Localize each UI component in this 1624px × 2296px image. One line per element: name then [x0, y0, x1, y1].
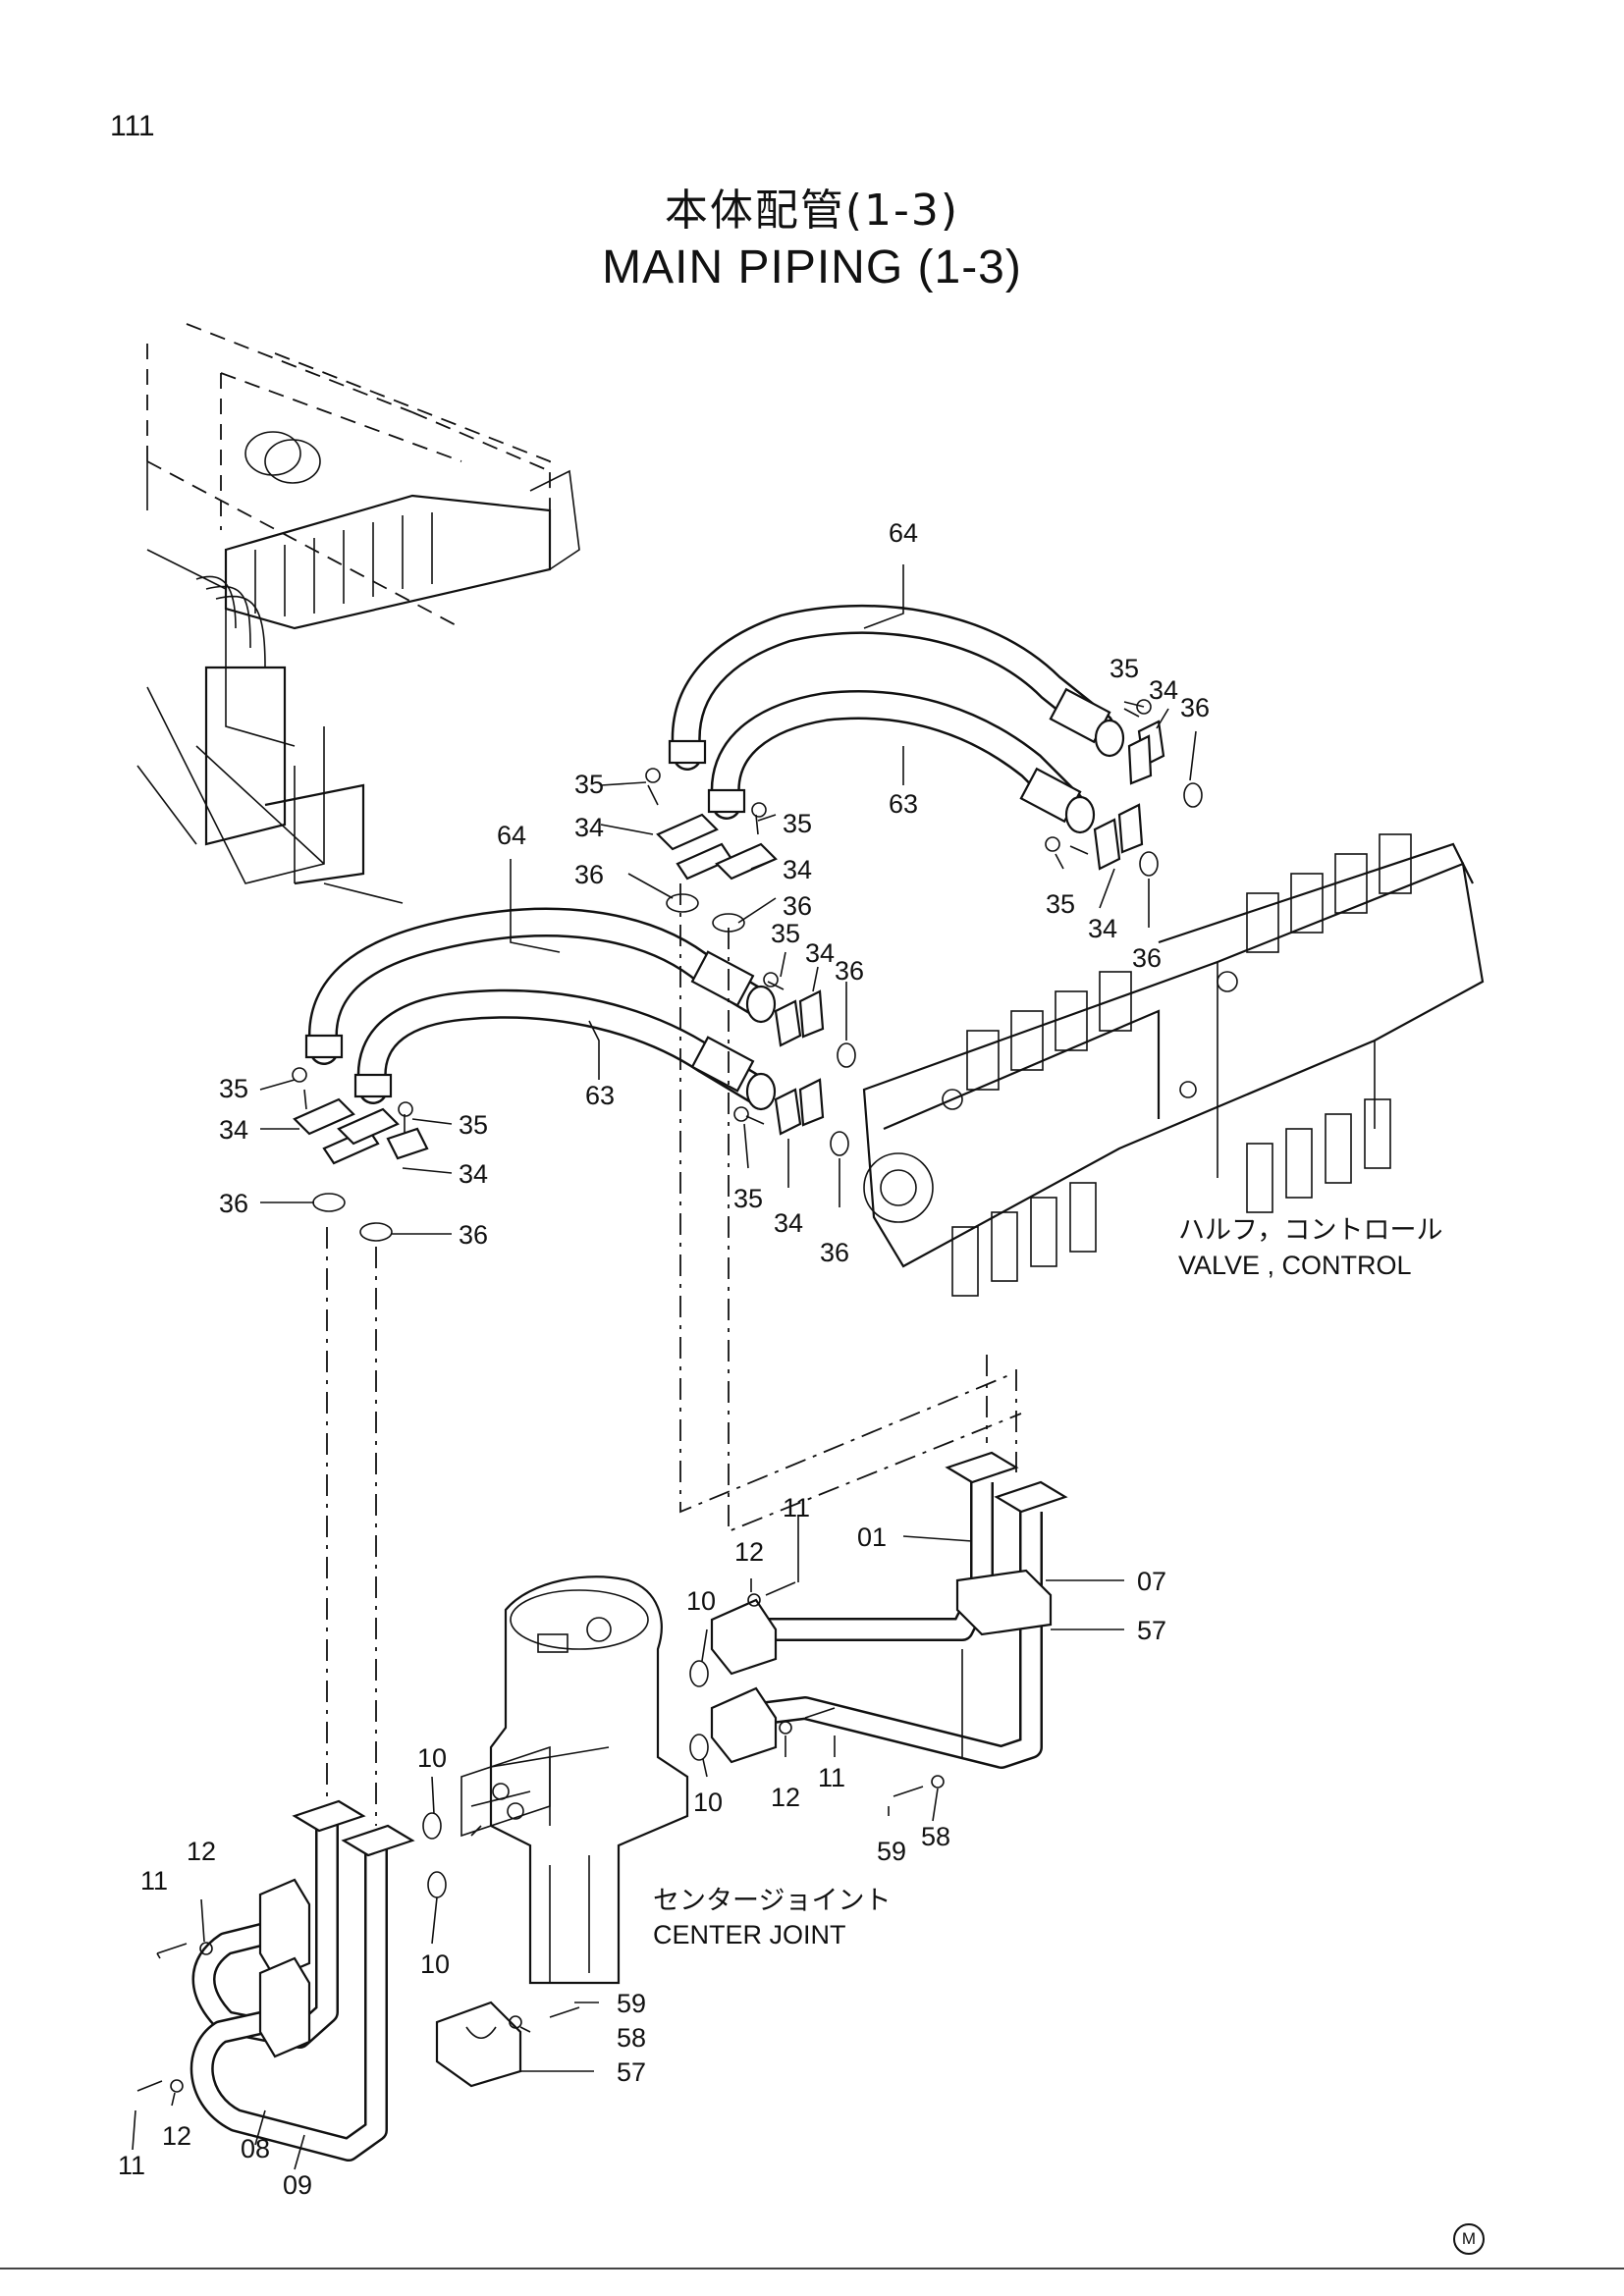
callout-34: 34	[1088, 914, 1117, 943]
callout-11: 11	[818, 1763, 845, 1792]
callout-34: 34	[574, 813, 604, 842]
callout-35: 35	[771, 919, 800, 948]
center-joint-label-en: CENTER JOINT	[653, 1920, 846, 1949]
footer-rule	[0, 2268, 1624, 2269]
flange-clamps	[293, 708, 1203, 1242]
callout-09: 09	[283, 2170, 312, 2200]
phantom-lines	[326, 883, 1022, 1826]
callout-34: 34	[783, 855, 812, 884]
callout-63-upper: 63	[889, 789, 918, 819]
callout-59: 59	[877, 1837, 906, 1866]
valve-control-label-jp: ハルフ，コントロール	[1178, 1215, 1442, 1245]
callout-35: 35	[733, 1184, 763, 1213]
callout-35: 35	[783, 809, 812, 838]
callout-34: 34	[1149, 675, 1178, 705]
valve-control-label-en: VALVE , CONTROL	[1178, 1251, 1412, 1280]
callout-12: 12	[162, 2121, 191, 2151]
callout-11: 11	[140, 1866, 168, 1896]
callout-34: 34	[805, 938, 835, 968]
callout-35: 35	[1110, 654, 1139, 683]
callout-10: 10	[686, 1586, 716, 1616]
center-joint-sketch	[422, 1575, 689, 1985]
center-joint-label-jp: センタージョイント	[653, 1886, 891, 1915]
callout-36: 36	[783, 891, 812, 921]
callout-10: 10	[693, 1788, 723, 1817]
callout-34: 34	[219, 1115, 248, 1145]
callout-64-upper: 64	[889, 518, 918, 548]
machine-frame-sketch	[136, 323, 580, 904]
callout-12: 12	[734, 1537, 764, 1567]
leader-lines	[132, 564, 1197, 2170]
callout-58: 58	[921, 1822, 950, 1851]
callout-36: 36	[219, 1189, 248, 1218]
callout-12: 12	[187, 1837, 216, 1866]
callout-57: 57	[617, 2057, 646, 2087]
callout-59: 59	[617, 1989, 646, 2018]
hose-upper-pair	[668, 604, 1125, 834]
tube-assembly-bottom-left	[189, 1799, 522, 2162]
callout-34: 34	[459, 1159, 488, 1189]
callout-57: 57	[1137, 1616, 1166, 1645]
callout-35: 35	[574, 770, 604, 799]
callout-35: 35	[1046, 889, 1075, 919]
page-number: 111	[110, 110, 155, 142]
callout-36: 36	[1132, 943, 1162, 973]
callout-35: 35	[459, 1110, 488, 1140]
callout-10: 10	[420, 1949, 450, 1979]
callout-36: 36	[835, 956, 864, 986]
callout-11: 11	[783, 1493, 810, 1522]
callout-08: 08	[241, 2134, 270, 2163]
callout-36: 36	[574, 860, 604, 889]
page-title-japanese: 本体配管(1-3)	[664, 186, 960, 236]
hose-lower-pair	[304, 907, 777, 1111]
callout-35: 35	[219, 1074, 248, 1103]
callout-11: 11	[118, 2151, 145, 2180]
bolts-and-washers	[136, 699, 1152, 2093]
callout-01: 01	[857, 1522, 887, 1552]
callout-labels: 64 63 64 63 35 34 36 35 34 36 35 34 36 3…	[118, 518, 1442, 2200]
callout-12: 12	[771, 1783, 800, 1812]
callout-36: 36	[1180, 693, 1210, 722]
callout-07: 07	[1137, 1567, 1166, 1596]
manufacturer-mark: M	[1453, 2223, 1485, 2255]
callout-36: 36	[820, 1238, 849, 1267]
callout-36: 36	[459, 1220, 488, 1250]
callout-63-lower: 63	[585, 1081, 615, 1110]
callout-64-lower: 64	[497, 821, 526, 850]
control-valve-sketch	[862, 833, 1485, 1297]
callout-10: 10	[417, 1743, 447, 1773]
callout-34: 34	[774, 1208, 803, 1238]
tube-assembly-right	[689, 1451, 1068, 1769]
page-title-english: MAIN PIPING (1-3)	[602, 241, 1022, 294]
callout-58: 58	[617, 2023, 646, 2053]
